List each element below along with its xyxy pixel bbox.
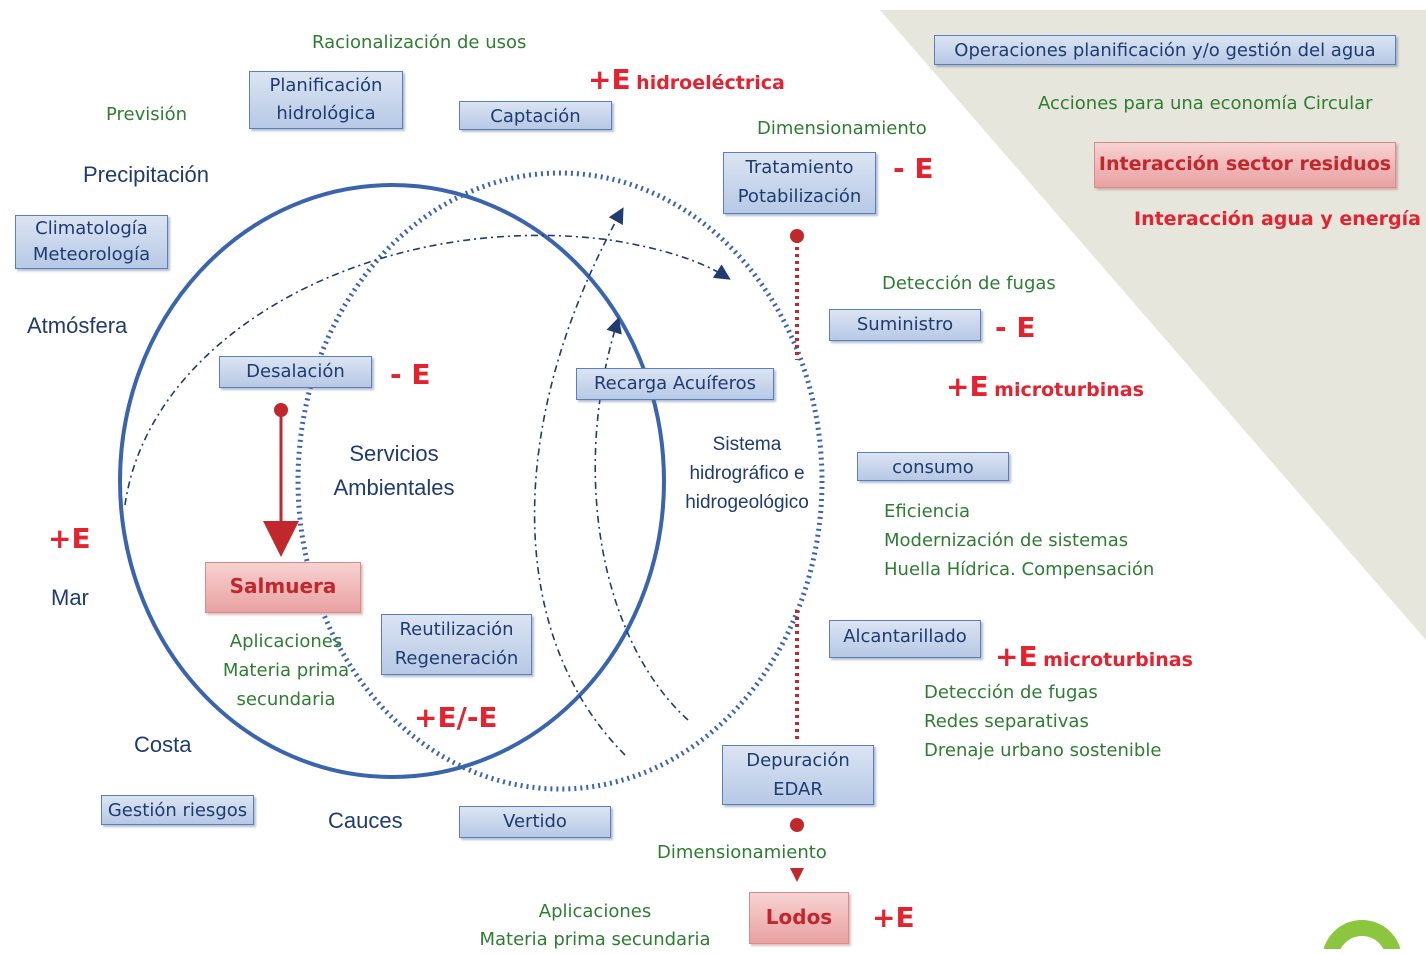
servicios-ambientales-label: Servicios Ambientales: [320, 437, 468, 505]
tratamiento-box: Tratamiento Potabilización: [723, 152, 876, 214]
climatologia-line1: Climatología: [35, 218, 148, 239]
legend-energia: Interacción agua y energía: [1134, 208, 1421, 230]
gestion-riesgos-label: Gestión riesgos: [107, 800, 248, 821]
reutilizacion-line2: Regeneración: [394, 648, 519, 669]
planificacion-line1: Planificación: [269, 75, 383, 96]
salmuera-apl-line2: Materia prima: [222, 660, 350, 681]
suministro-label: Suministro: [856, 314, 954, 335]
micro1-label: microturbinas: [994, 379, 1144, 401]
reutilizacion-line1: Reutilización: [399, 619, 514, 640]
redes-label: Redes separativas: [924, 711, 1089, 732]
lodos-plus-e: +E: [872, 901, 915, 934]
gestion-riesgos-box: Gestión riesgos: [101, 795, 254, 825]
huella-label: Huella Hídrica. Compensación: [884, 559, 1155, 580]
modernizacion-label: Modernización de sistemas: [884, 530, 1129, 551]
tratamiento-line2: Potabilización: [737, 186, 862, 207]
legend-residuos-box: Interacción sector residuos: [1094, 142, 1396, 188]
drenaje-label: Drenaje urbano sostenible: [924, 740, 1162, 761]
consumo-actions: Eficiencia Modernización de sistemas Hue…: [884, 497, 1154, 584]
dimensionamiento-bottom: Dimensionamiento: [657, 842, 827, 863]
consumo-label: consumo: [892, 457, 974, 478]
micro2-plus-e: +E: [995, 640, 1038, 673]
lodos-apl-line1: Aplicaciones: [538, 901, 652, 922]
mar-plus-e: +E: [48, 522, 91, 555]
reutilizacion-box: Reutilización Regeneración: [381, 614, 532, 675]
trat-dot: [790, 229, 804, 243]
reutilizacion-energy: +E/-E: [414, 701, 498, 734]
lodos-dot: [790, 818, 804, 832]
recarga-label: Recarga Acuíferos: [593, 373, 757, 394]
salmuera-box: Salmuera: [205, 562, 361, 613]
desalacion-box: Desalación: [219, 356, 372, 388]
corner-ring: [1323, 920, 1401, 949]
hidro-plus-e: +E: [588, 63, 631, 96]
vertido-box: Vertido: [459, 806, 611, 838]
suministro-minus-e: - E: [995, 311, 1036, 344]
microturbinas-energy-1: +E microturbinas: [946, 370, 1144, 403]
recarga-box: Recarga Acuíferos: [576, 368, 774, 400]
alcantarillado-label: Alcantarillado: [843, 626, 967, 647]
tratamiento-minus-e: - E: [893, 152, 934, 185]
servicios-line2: Ambientales: [333, 475, 455, 500]
suministro-box: Suministro: [829, 309, 981, 341]
sistema-line1: Sistema: [712, 434, 782, 455]
depuracion-line1: Depuración: [746, 750, 850, 771]
lodos-label: Lodos: [765, 905, 833, 929]
microturbinas-energy-2: +E microturbinas: [995, 640, 1193, 673]
sistema-line3: hidrogeológico: [685, 492, 809, 513]
sistema-hidrografico-label: Sistema hidrográfico e hidrogeológico: [676, 430, 818, 517]
servicios-line1: Servicios: [349, 441, 439, 466]
alcantarillado-actions: Detección de fugas Redes separativas Dre…: [924, 678, 1161, 765]
salmuera-apl-line3: secundaria: [236, 689, 336, 710]
desalacion-label: Desalación: [246, 361, 345, 382]
salmuera-apl-line1: Aplicaciones: [229, 631, 343, 652]
planificacion-line2: hidrológica: [276, 103, 376, 124]
legend-operaciones-label: Operaciones planificación y/o gestión de…: [954, 40, 1376, 61]
depuracion-line2: EDAR: [773, 779, 823, 800]
det-fugas-2-label: Detección de fugas: [924, 682, 1098, 703]
depuracion-box: Depuración EDAR: [722, 745, 874, 805]
planificacion-box: Planificación hidrológica: [249, 71, 403, 129]
captacion-label: Captación: [490, 106, 581, 127]
sistema-hidrografico-circle: [295, 170, 825, 792]
consumo-box: consumo: [857, 452, 1009, 481]
dimensionamiento-top: Dimensionamiento: [757, 118, 927, 139]
micro2-label: microturbinas: [1043, 649, 1193, 671]
captacion-box: Captación: [459, 101, 612, 130]
micro1-plus-e: +E: [946, 370, 989, 403]
vertido-label: Vertido: [503, 811, 567, 832]
atmosfera-label: Atmósfera: [27, 313, 128, 338]
precipitacion-label: Precipitación: [83, 162, 209, 187]
climatologia-box: Climatología Meteorología: [15, 215, 168, 269]
hidro-energy: +E hidroeléctrica: [588, 63, 785, 96]
sistema-line2: hidrográfico e: [689, 463, 805, 484]
eficiencia-label: Eficiencia: [884, 501, 971, 522]
deteccion-fugas-label: Detección de fugas: [882, 273, 1056, 294]
legend-acciones: Acciones para una economía Circular: [1038, 93, 1373, 114]
salmuera-aplicaciones: Aplicaciones Materia prima secundaria: [206, 627, 366, 714]
mar-label: Mar: [51, 585, 89, 610]
costa-label: Costa: [134, 732, 192, 757]
dashdot-arc-atmosfera: [124, 234, 731, 506]
tratamiento-line1: Tratamiento: [745, 157, 854, 178]
lodos-aplicaciones: Aplicaciones Materia prima secundaria: [470, 898, 720, 954]
salmuera-label: Salmuera: [229, 574, 337, 598]
lodos-arrowhead: [790, 868, 804, 882]
racionalizacion-label: Racionalización de usos: [312, 32, 527, 53]
climatologia-line2: Meteorología: [32, 244, 151, 265]
alcantarillado-box: Alcantarillado: [829, 620, 981, 658]
lodos-box: Lodos: [749, 892, 849, 944]
legend-operaciones-box: Operaciones planificación y/o gestión de…: [934, 35, 1396, 65]
legend-residuos-label: Interacción sector residuos: [1098, 153, 1392, 175]
hidro-label: hidroeléctrica: [636, 72, 785, 94]
lodos-apl-line2: Materia prima secundaria: [479, 929, 711, 950]
desalacion-minus-e: - E: [390, 358, 431, 391]
servicios-ambientales-circle: [118, 183, 666, 779]
dashdot-arc-inner-1: [533, 207, 626, 756]
prevision-label: Previsión: [106, 104, 188, 125]
cauces-label: Cauces: [328, 808, 403, 833]
desal-dot: [274, 403, 288, 417]
